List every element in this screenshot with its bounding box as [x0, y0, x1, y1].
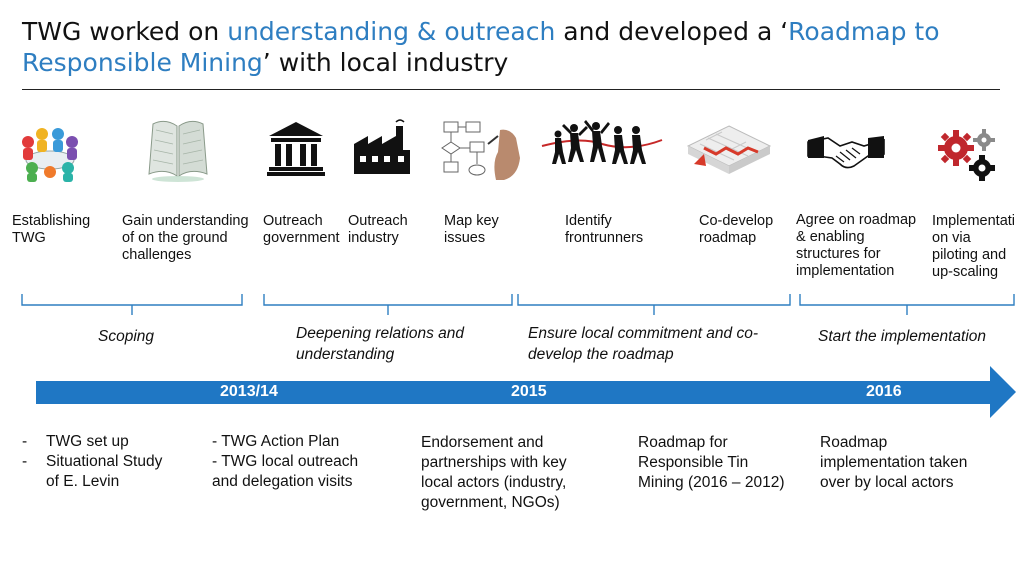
step-map-key-issues: Map key issues	[444, 213, 499, 246]
step-establishing-twg: Establishing TWG	[12, 213, 91, 246]
step-identify-frontrunners: Identify frontrunners	[565, 213, 644, 246]
note-roadmap-tin: Roadmap for Responsible Tin Mining (2016…	[638, 434, 785, 491]
phase-commitment: Ensure local commitment and co-develop t…	[528, 325, 759, 363]
step-implementation: Implementati on via piloting and up-scal…	[932, 213, 1016, 280]
maze-path-icon	[686, 125, 772, 174]
year-2013-14: 2013/14	[220, 383, 278, 400]
bracket-scoping	[21, 294, 243, 315]
year-2015: 2015	[511, 383, 547, 400]
open-book-icon	[148, 120, 208, 182]
note-roadmap-implementation: Roadmap implementation taken over by loc…	[820, 434, 968, 491]
step-co-develop-roadmap: Co-develop roadmap	[699, 213, 774, 246]
slide-title: TWG worked on understanding & outreach a…	[22, 17, 940, 77]
note-action-plan: - TWG Action Plan - TWG local outreach a…	[212, 433, 359, 490]
step-agree-on-roadmap: Agree on roadmap & enabling structures f…	[796, 212, 917, 279]
government-building-icon	[267, 122, 325, 176]
phase-scoping: Scoping	[98, 328, 155, 345]
handshake-icon	[807, 136, 885, 169]
phase-start-implementation: Start the implementation	[818, 328, 987, 345]
gears-icon	[938, 129, 995, 181]
title-highlight-understanding: understanding & outreach	[227, 17, 556, 46]
runners-finish-line-icon	[541, 120, 663, 164]
phase-deepening: Deepening relations and understanding	[296, 325, 465, 363]
bracket-implementation	[799, 294, 1015, 315]
year-2016: 2016	[866, 383, 902, 400]
note-endorsement: Endorsement and partnerships with key lo…	[421, 434, 567, 511]
note-twg-setup: -TWG set up -Situational Study of E. Lev…	[22, 433, 163, 490]
step-outreach-government: Outreach government	[263, 213, 340, 246]
step-outreach-industry: Outreach industry	[348, 213, 408, 246]
title-divider	[22, 89, 1000, 90]
bracket-deepening	[263, 294, 513, 315]
factory-icon	[354, 119, 410, 174]
flowchart-hand-icon	[441, 121, 520, 180]
bracket-commitment	[517, 294, 791, 315]
title-highlight-roadmap: Roadmap to Responsible Mining	[22, 17, 940, 77]
step-gain-understanding: Gain understanding of on the ground chal…	[122, 213, 249, 263]
round-table-people-icon	[22, 128, 78, 182]
